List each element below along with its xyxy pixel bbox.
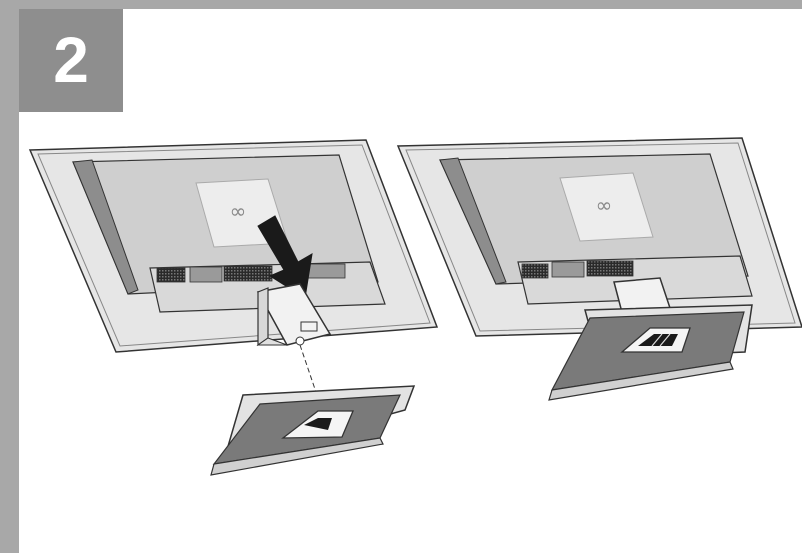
step-number: 2 (19, 9, 123, 112)
step-number-box: 2 (19, 9, 123, 112)
vent-grille (522, 264, 548, 278)
stand-base (211, 386, 414, 475)
monitor-stand-attach-icon: ∞ (30, 140, 437, 475)
logo-mark: ∞ (230, 199, 247, 223)
frame-left-border (0, 0, 19, 553)
stand-assembly-illustration: ∞ ∞ (19, 112, 802, 553)
logo-mark: ∞ (596, 193, 613, 217)
vent-grille (224, 266, 272, 281)
vent-grille (587, 261, 633, 276)
frame-top-border (0, 0, 802, 9)
monitor-stand-attached-icon: ∞ (398, 138, 802, 400)
vent-grille (157, 268, 185, 282)
